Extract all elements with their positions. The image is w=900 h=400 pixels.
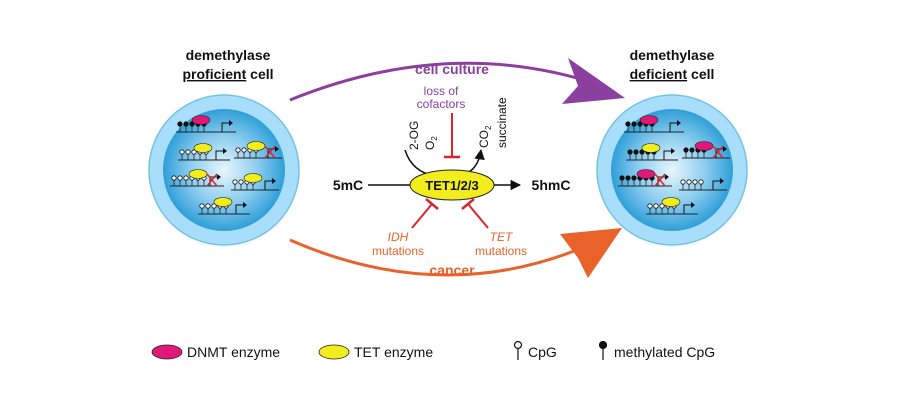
cell-culture-arrow [289,61,601,102]
left-strand-6 [198,197,250,215]
cancer-label: cancer [429,262,475,278]
left-strand-4 [170,169,224,187]
left-strand-2 [178,143,230,161]
o2-label: O2 [423,136,439,150]
left-cell-label-line2: proficient cell [182,66,273,82]
legend-methylated-cpg-label: methylated CpG [614,344,715,360]
tet123-label: TET1/2/3 [425,178,478,193]
succinate-label: succinate [495,97,509,148]
right-cell-label-line2: deficient cell [630,66,715,82]
tet-inhibition [461,198,489,229]
cofactors-label-line2: cofactors [417,97,466,111]
right-cell [596,94,748,246]
legend-methylated-cpg-icon [598,340,608,360]
2og-label: 2-OG [407,121,421,150]
idh-label: IDH [388,230,409,244]
cofactors-label-line1: loss of [424,84,459,98]
cell-culture-arrowhead [562,58,625,104]
right-cell-dna [618,115,730,215]
legend: DNMT enzyme TET enzyme CpG methylated Cp… [151,340,715,360]
tet-label: TET [490,230,514,244]
right-cell-label-line1: demethylase [630,47,715,63]
idh-inhibition [411,198,439,229]
legend-dnmt-label: DNMT enzyme [187,344,280,360]
left-cell [148,94,300,246]
right-strand-4 [618,169,672,187]
cancer-arrow [289,238,601,277]
tet-mutations-label: mutations [475,244,527,258]
right-strand-3 [682,141,730,159]
legend-tet-swatch [318,344,350,360]
legend-tet-label: TET enzyme [354,344,433,360]
left-strand-1 [176,115,236,133]
right-strand-1 [624,115,684,133]
right-strand-5 [679,178,727,191]
cofactor-inhibition [444,113,460,159]
5hmc-label: 5hmC [532,177,571,193]
left-cell-dna [170,115,282,215]
5mc-label: 5mC [333,177,363,193]
idh-mutations-label: mutations [372,244,424,258]
left-strand-5 [231,173,279,191]
cancer-arrowhead [560,228,622,278]
left-cell-label-line1: demethylase [186,47,271,63]
legend-dnmt-swatch [151,344,183,360]
left-strand-3 [234,141,282,159]
right-strand-2 [626,143,678,161]
legend-cpg-icon [513,340,523,360]
legend-cpg-label: CpG [528,344,557,360]
cell-culture-label: cell culture [415,61,489,77]
right-strand-6 [646,197,698,215]
co2-label: CO2 [477,125,493,148]
